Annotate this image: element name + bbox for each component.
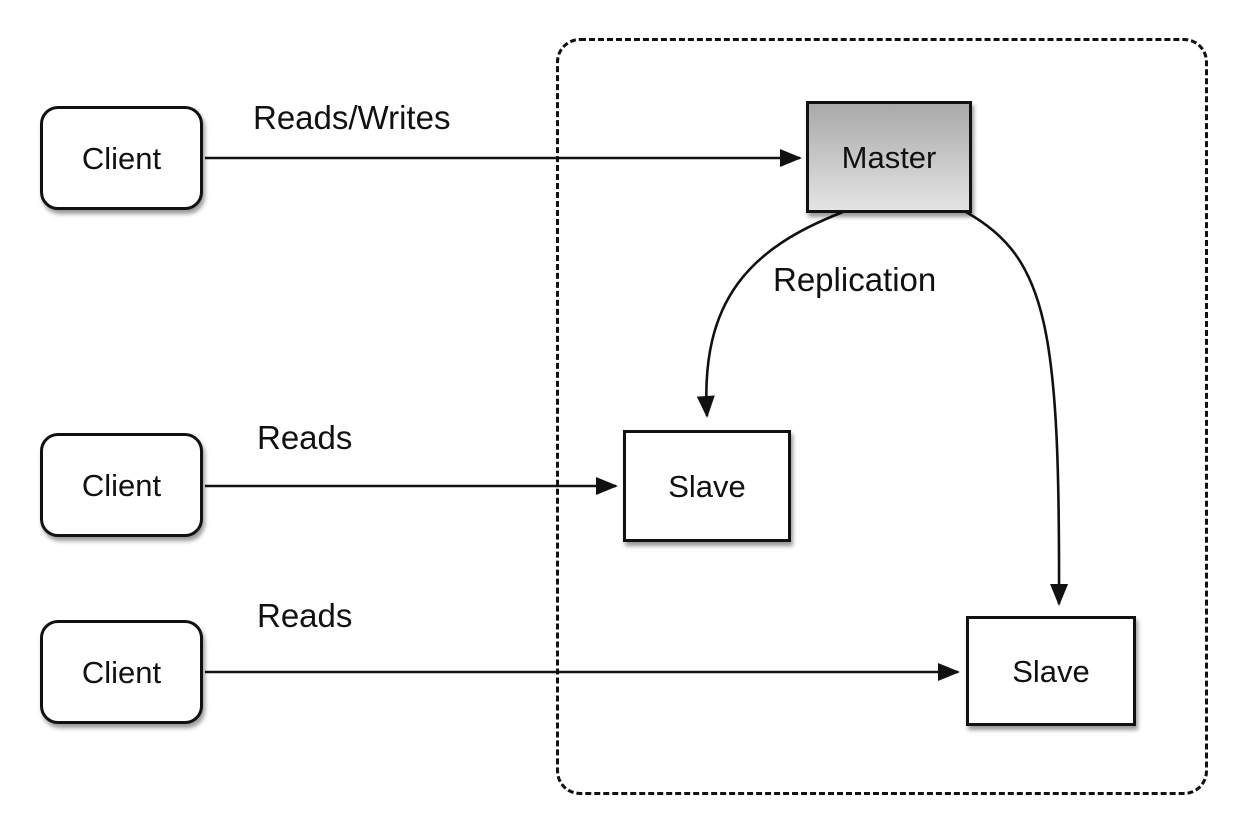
client-node-2-label: Client [81, 467, 162, 503]
client-node-1: Client [40, 106, 203, 210]
slave-node-1-label: Slave [668, 468, 746, 504]
edge-label-reads-slave1: Reads [257, 419, 353, 456]
edge-label-reads-writes: Reads/Writes [253, 99, 451, 136]
master-node-label: Master [841, 139, 937, 175]
edge-label-replication: Replication [773, 261, 937, 298]
slave-node-1: Slave [623, 430, 791, 542]
slave-node-2-label: Slave [1012, 653, 1090, 689]
replication-cluster-boundary [556, 38, 1208, 795]
client-node-2: Client [40, 433, 203, 537]
slave-node-2: Slave [966, 616, 1136, 726]
edge-label-reads-slave2: Reads [257, 597, 353, 634]
master-node: Master [806, 101, 972, 213]
client-node-1-label: Client [81, 140, 162, 176]
client-node-3: Client [40, 620, 203, 724]
client-node-3-label: Client [81, 654, 162, 690]
